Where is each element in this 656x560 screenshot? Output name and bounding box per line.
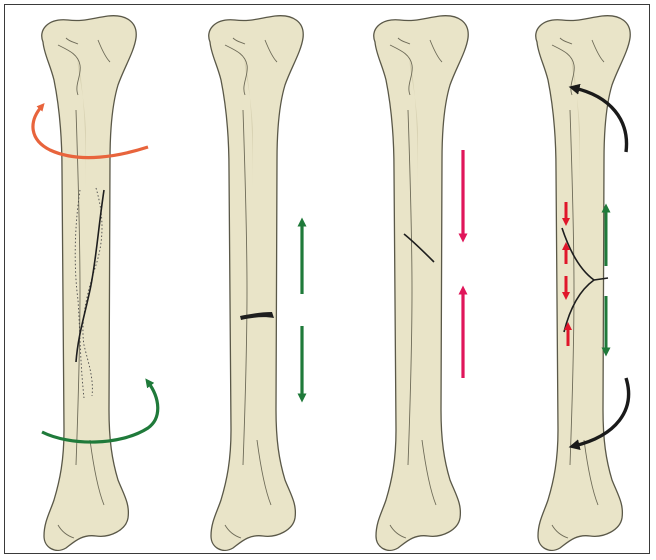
panel-torsion [33,16,158,551]
panel-tension [209,16,303,551]
tibia-bone-4 [536,16,630,551]
panel-bending [536,16,630,551]
tibia-bone-3 [374,16,468,551]
panel-compression [374,16,468,551]
tibia-bone-2 [209,16,303,551]
tibia-bone-1 [42,16,136,551]
